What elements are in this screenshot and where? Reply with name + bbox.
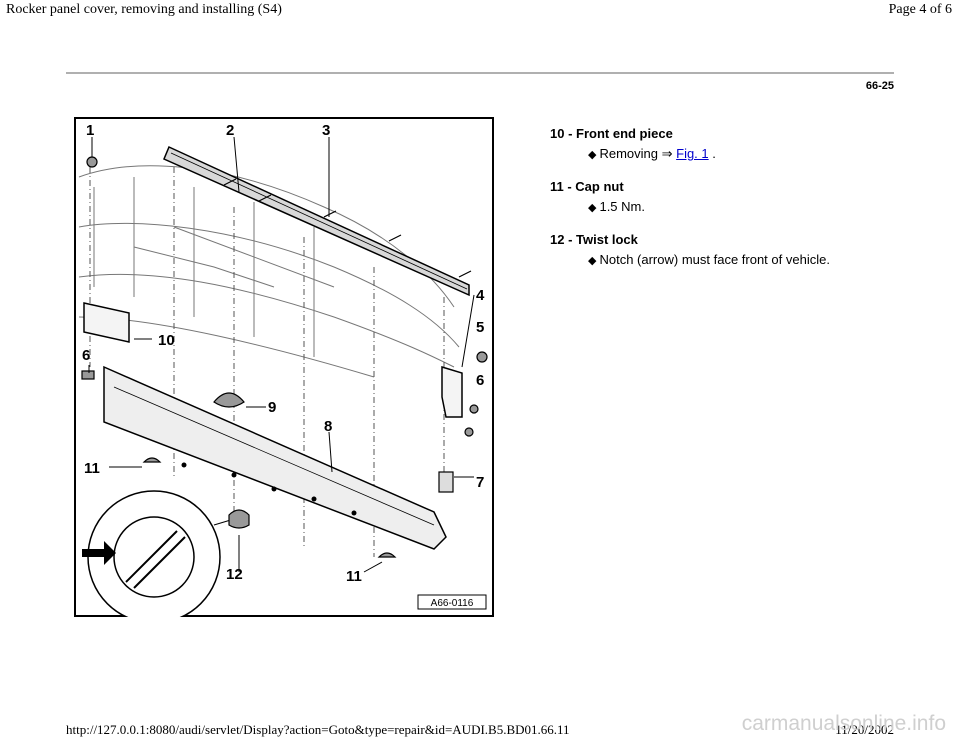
diamond-bullet-icon: ◆ [588,149,597,161]
figure-code: A66-0116 [431,598,474,609]
legend-item-10-note: ◆Removing ⇒ Fig. 1 . [550,146,830,179]
rear-bracket [441,365,463,418]
callout-1: 1 [86,122,94,139]
callout-11-left: 11 [84,460,100,477]
callout-12: 12 [226,566,243,583]
legend-item-12-note: ◆Notch (arrow) must face front of vehicl… [550,252,830,285]
legend-item-12-note-text: Notch (arrow) must face front of vehicle… [599,252,830,267]
legend-item-12-title: 12 - Twist lock [550,232,638,247]
moulding-strip [163,145,470,297]
legend-item-11-title: 11 - Cap nut [550,179,624,194]
section-page-number: 66-25 [865,80,894,92]
diamond-bullet-icon: ◆ [588,202,597,214]
callout-11-bottom: 11 [346,568,362,585]
rocker-panel-cover [103,365,447,550]
callout-8: 8 [324,418,332,435]
header-rule [66,72,894,74]
legend-item-10-title: 10 - Front end piece [550,126,673,141]
fig-1-link[interactable]: Fig. 1 [676,146,709,161]
callout-10: 10 [158,332,175,349]
front-end-piece [83,302,130,343]
parts-legend: 10 - Front end piece ◆Removing ⇒ Fig. 1 … [550,126,830,285]
assembly-lines [89,167,445,557]
rocker-panel-diagram: 1 2 3 4 5 6 6 7 8 9 10 11 11 12 A66-0116 [74,117,494,617]
callout-9: 9 [268,399,276,416]
callout-3: 3 [322,122,330,139]
watermark: carmanualsonline.info [741,712,946,735]
callout-6-left: 6 [82,347,90,364]
legend-item-10-note-suffix: . [708,146,716,161]
footer-date: 11/20/2002 [835,722,894,737]
callout-5: 5 [476,319,484,336]
callout-4: 4 [476,287,485,304]
page-indicator: Page 4 of 6 [888,2,952,17]
callout-2: 2 [226,122,234,139]
exploded-diagram: 1 2 3 4 5 6 6 7 8 9 10 11 11 12 A66-0116 [74,117,494,617]
figure-code-box [417,594,487,610]
legend-item-11-note-text: 1.5 Nm. [599,199,645,214]
fasteners [81,156,488,558]
leader-lines [88,136,475,573]
diamond-bullet-icon: ◆ [588,255,597,267]
callout-7: 7 [476,474,484,491]
twist-lock-detail [82,490,250,617]
callout-6-right: 6 [476,372,484,389]
legend-item-10-note-text: Removing ⇒ [599,146,677,161]
clips [223,178,472,278]
footer-url: http://127.0.0.1:8080/audi/servlet/Displ… [66,722,570,737]
legend-item-11-note: ◆1.5 Nm. [550,199,830,232]
document-title: Rocker panel cover, removing and install… [6,2,282,17]
